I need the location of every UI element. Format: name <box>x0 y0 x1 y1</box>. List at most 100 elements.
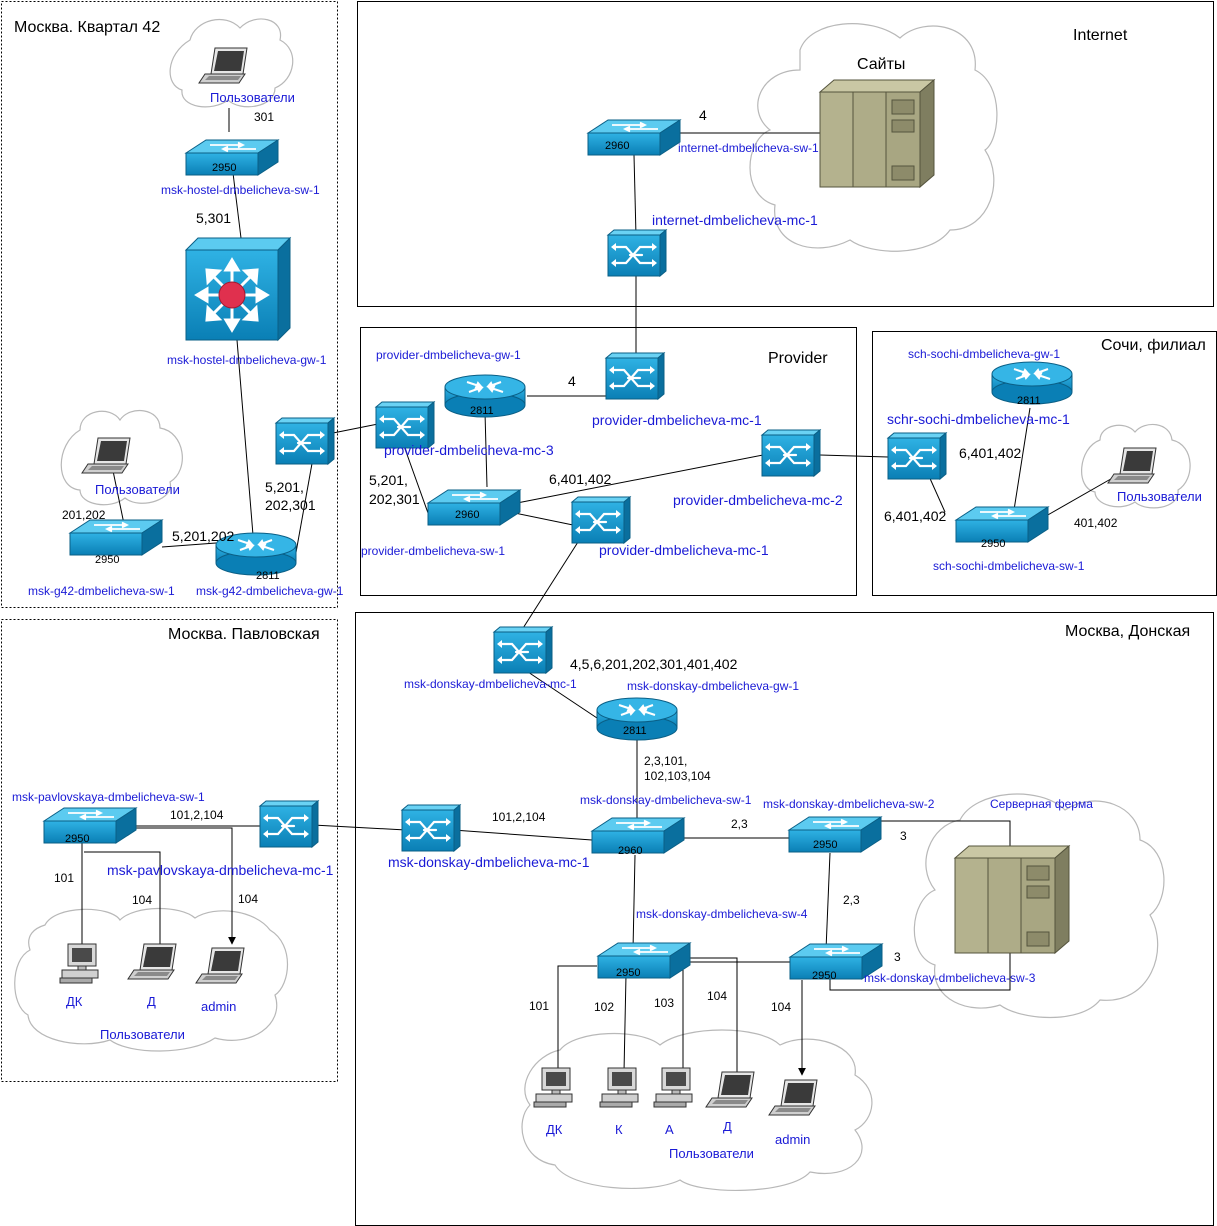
g42-sw1-label: msk-g42-dmbelicheva-sw-1 <box>28 584 175 598</box>
pav-sw1-label: msk-pavlovskaya-dmbelicheva-sw-1 <box>12 790 205 804</box>
don-k-label: К <box>615 1122 623 1137</box>
don-gw1-model: 2811 <box>623 725 647 737</box>
hostel-sw1-model: 2950 <box>212 162 236 174</box>
don-mc1-mid-label: msk-donskay-dmbelicheva-mc-1 <box>388 854 590 870</box>
g42-sw1-switch-icon[interactable] <box>69 519 163 556</box>
links <box>60 108 1117 1076</box>
don-sw2-label: msk-donskay-dmbelicheva-sw-2 <box>763 797 935 811</box>
internet-sw1-switch-icon[interactable] <box>587 119 681 156</box>
vlan-g42-gw-sw: 5,201,202 <box>172 528 234 544</box>
zone-provider-border <box>360 327 857 596</box>
vlan-g42-gw-mc-line2: 202,301 <box>265 497 316 513</box>
kv42-mc-icon[interactable] <box>274 416 336 466</box>
zone-provider-title: Provider <box>768 350 828 367</box>
vlan-g42-gw-mc-line1: 5,201, <box>265 479 304 495</box>
internet-mc1-label: internet-dmbelicheva-mc-1 <box>652 212 818 228</box>
pav-users-label: Пользователи <box>100 1027 185 1042</box>
internet-sw1-label: internet-dmbelicheva-sw-1 <box>678 141 819 155</box>
vlan-pav-trunk: 101,2,104 <box>170 808 224 822</box>
vlan-don-101: 101 <box>529 999 549 1013</box>
pav-mc1-icon[interactable] <box>258 799 320 849</box>
provider-mc1-top-icon[interactable] <box>604 351 666 401</box>
provider-mc3-label: provider-dmbelicheva-mc-3 <box>384 442 554 458</box>
vlan-pav-104-d: 104 <box>132 893 152 907</box>
don-users-label: Пользователи <box>669 1146 754 1161</box>
vlan-sochi-mc-gw: 6,401,402 <box>959 445 1021 461</box>
sites-label: Сайты <box>857 56 905 73</box>
server-farm-server-icon[interactable] <box>954 845 1070 954</box>
provider-gw1-model: 2811 <box>470 405 494 417</box>
don-mc1-top-label: msk-donskay-dmbelicheva-mc-1 <box>404 677 577 691</box>
vlan-internet-sw-sites: 4 <box>699 107 707 123</box>
don-sw3-model: 2950 <box>812 970 836 982</box>
vlan-don-sw3-farm: 3 <box>894 950 901 964</box>
vlan-don-mc-gw: 4,5,6,201,202,301,401,402 <box>570 656 738 672</box>
g42-gw1-model: 2811 <box>256 570 280 582</box>
don-sw1-label: msk-donskay-dmbelicheva-sw-1 <box>580 793 752 807</box>
vlan-don-104-d: 104 <box>707 989 727 1003</box>
don-sw4-label: msk-donskay-dmbelicheva-sw-4 <box>636 907 808 921</box>
zone-pavlovskaya-border <box>1 619 338 1082</box>
hostel-gw1-l3-switch-icon[interactable] <box>184 236 292 342</box>
hostel-sw1-label: msk-hostel-dmbelicheva-sw-1 <box>161 183 320 197</box>
vlan-provider-sw-mc2: 6,401,402 <box>549 471 611 487</box>
zone-kvartal42-border <box>1 1 338 608</box>
vlan-provider-sw-mc3-line2: 202,301 <box>369 491 420 507</box>
provider-mc2-icon[interactable] <box>760 428 822 478</box>
don-sw4-model: 2950 <box>616 967 640 979</box>
provider-mc1-bottom-label: provider-dmbelicheva-mc-1 <box>599 542 769 558</box>
sochi-mc1-icon[interactable] <box>886 431 948 481</box>
sochi-sw1-model: 2950 <box>981 538 1005 550</box>
vlan-don-sw2-sw3: 2,3 <box>843 893 860 907</box>
don-sw3-label: msk-donskay-dmbelicheva-sw-3 <box>864 971 1036 985</box>
don-admin-label: admin <box>775 1132 810 1147</box>
pav-admin-label: admin <box>201 999 236 1014</box>
zone-donskaya-title: Москва, Донская <box>1065 623 1190 640</box>
sochi-users-label: Пользователи <box>1117 489 1202 504</box>
sochi-sw1-switch-icon[interactable] <box>955 506 1049 543</box>
kv42-left-users-label: Пользователи <box>95 482 180 497</box>
pav-sw1-switch-icon[interactable] <box>43 807 137 844</box>
don-sw4-switch-icon[interactable] <box>597 942 691 979</box>
vlan-pav-104-admin: 104 <box>238 892 258 906</box>
vlan-don-102: 102 <box>594 1000 614 1014</box>
don-sw1-model: 2960 <box>618 845 642 857</box>
g42-gw1-label: msk-g42-dmbelicheva-gw-1 <box>196 584 344 598</box>
vlan-don-sw2-farm: 3 <box>900 829 907 843</box>
vlan-don-103: 103 <box>654 996 674 1010</box>
provider-sw1-label: provider-dmbelicheva-sw-1 <box>361 544 505 558</box>
zone-internet-title: Internet <box>1073 27 1128 44</box>
sochi-sw1-label: sch-sochi-dmbelicheva-sw-1 <box>933 559 1085 573</box>
g42-sw1-model: 2950 <box>95 554 119 566</box>
hostel-gw1-label: msk-hostel-dmbelicheva-gw-1 <box>167 353 327 367</box>
internet-mc1-icon[interactable] <box>606 228 668 278</box>
vlan-provider-sw-mc3-line1: 5,201, <box>369 472 408 488</box>
sites-server-icon[interactable] <box>819 79 935 188</box>
zone-kvartal42-title: Москва. Квартал 42 <box>14 19 160 36</box>
sochi-gw1-model: 2811 <box>1017 395 1041 407</box>
don-mc1-top-icon[interactable] <box>492 625 554 675</box>
vlan-don-trunk: 101,2,104 <box>492 810 546 824</box>
sochi-mc1-label: schr-sochi-dmbelicheva-mc-1 <box>887 411 1070 427</box>
zone-sochi-title: Сочи, филиал <box>1101 337 1206 354</box>
vlan-don-gw-sw-line1: 2,3,101, <box>644 754 687 768</box>
provider-mc1-top-label: provider-dmbelicheva-mc-1 <box>592 412 762 428</box>
provider-mc1-bottom-icon[interactable] <box>570 495 632 545</box>
don-users-cloud <box>521 1029 873 1191</box>
pav-dk-label: ДК <box>66 994 83 1009</box>
vlan-pav-101: 101 <box>54 871 74 885</box>
don-sw2-model: 2950 <box>813 839 837 851</box>
vlan-hostel-sw-users: 301 <box>254 110 274 124</box>
internet-sw1-model: 2960 <box>605 140 629 152</box>
sochi-gw1-label: sch-sochi-dmbelicheva-gw-1 <box>908 347 1060 361</box>
provider-gw1-label: provider-dmbelicheva-gw-1 <box>376 348 521 362</box>
vlan-sochi-mc-sw: 6,401,402 <box>884 508 946 524</box>
vlan-sochi-users: 401,402 <box>1074 516 1118 530</box>
server-farm-label: Серверная ферма <box>990 797 1093 811</box>
vlan-don-sw1-sw2: 2,3 <box>731 817 748 831</box>
pav-d-label: Д <box>147 994 156 1009</box>
don-mc1-mid-icon[interactable] <box>400 803 462 853</box>
pav-sw1-model: 2950 <box>65 833 89 845</box>
don-a-label: А <box>665 1122 674 1137</box>
